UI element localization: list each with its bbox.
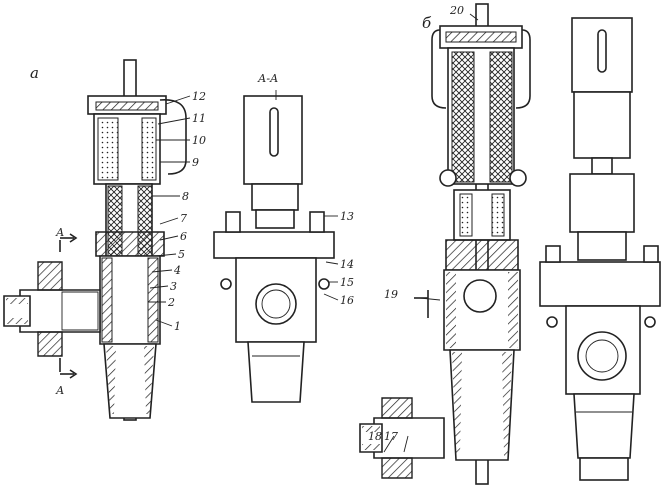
- view-b-exterior: [539, 17, 661, 481]
- callout-16: 16: [340, 294, 354, 307]
- view-label-b: б: [422, 14, 432, 32]
- callout-4: 4: [173, 264, 181, 277]
- callout-2: 2: [167, 296, 175, 309]
- callout-15: 15: [340, 276, 354, 289]
- callout-12: 12: [192, 90, 206, 103]
- callout-14: 14: [340, 258, 354, 271]
- callout-6: 6: [180, 230, 187, 243]
- callout-9: 9: [192, 156, 199, 169]
- callout-20: 20: [449, 4, 464, 17]
- section-arrow-top: А: [55, 226, 64, 239]
- callout-1: 1: [174, 320, 181, 333]
- callout-7: 7: [180, 212, 187, 225]
- callout-11: 11: [192, 112, 206, 125]
- handle-a: [159, 99, 187, 175]
- callout-8: 8: [182, 190, 189, 203]
- inlet-a: [19, 289, 101, 333]
- callout-5: 5: [178, 248, 185, 261]
- section-arrow-bottom: А: [55, 384, 64, 397]
- callout-17: 17: [384, 430, 398, 443]
- view-b-section: [359, 3, 531, 485]
- view-a-section: [3, 59, 191, 421]
- callout-19: 19: [384, 288, 398, 301]
- callout-18: 18: [368, 430, 382, 443]
- callout-10: 10: [192, 134, 206, 147]
- section-label-aa: А-А: [257, 72, 278, 85]
- callout-13: 13: [340, 210, 354, 223]
- handle-b-left: [431, 29, 447, 109]
- callout-3: 3: [170, 280, 177, 293]
- view-label-a: а: [30, 64, 39, 82]
- handle-b-right: [515, 29, 531, 109]
- view-section-aa: [213, 90, 339, 403]
